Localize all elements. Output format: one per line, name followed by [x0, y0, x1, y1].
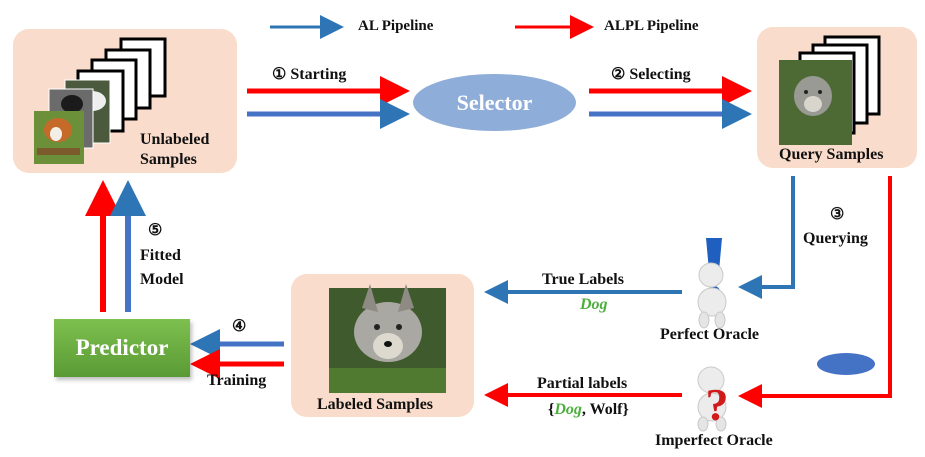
step5-model-label: Model — [140, 271, 184, 288]
decorative-ellipse — [817, 353, 875, 375]
legend-alpl-label: ALPL Pipeline — [604, 18, 699, 34]
imperfect-oracle-label: Imperfect Oracle — [655, 432, 773, 449]
predictor-node: Predictor — [54, 319, 190, 377]
step4-training-label: Training — [207, 372, 267, 389]
step4-number: ④ — [232, 318, 247, 335]
partial-rest: , Wolf} — [581, 401, 629, 418]
perfect-oracle-label: Perfect Oracle — [660, 326, 760, 343]
labeled-wolf-image — [329, 284, 446, 393]
partial-open-brace: { — [548, 401, 555, 418]
step2-selecting-label: ② Selecting — [611, 66, 691, 83]
legend-al-label: AL Pipeline — [358, 18, 434, 34]
partial-labels-label: Partial labels — [537, 375, 628, 392]
true-label-value: Dog — [580, 296, 608, 313]
unlabeled-image-stack — [34, 37, 167, 164]
selector-node: Selector — [413, 74, 576, 131]
querying-alpl-path — [738, 176, 892, 408]
partial-labels-value: {Dog, Wolf} — [548, 401, 629, 419]
partial-dog: Dog — [554, 401, 582, 418]
step3-number: ③ — [830, 206, 845, 223]
perfect-oracle-figure — [697, 238, 727, 329]
labeled-samples-label: Labeled Samples — [317, 396, 434, 413]
svg-text:?: ? — [706, 379, 729, 430]
step1-starting-label: ① Starting — [272, 66, 347, 83]
querying-al-path — [738, 176, 795, 299]
query-image-stack — [779, 35, 881, 145]
query-samples-label: Query Samples — [779, 146, 884, 163]
step5-number: ⑤ — [148, 222, 163, 239]
imperfect-oracle-figure: ? — [697, 366, 729, 432]
step3-querying-label: Querying — [803, 230, 868, 247]
unlabeled-label-line2: Samples — [140, 151, 197, 168]
true-labels-label: True Labels — [542, 271, 624, 288]
unlabeled-label-line1: Unlabeled — [140, 131, 210, 148]
step5-fitted-label: Fitted — [140, 247, 181, 264]
